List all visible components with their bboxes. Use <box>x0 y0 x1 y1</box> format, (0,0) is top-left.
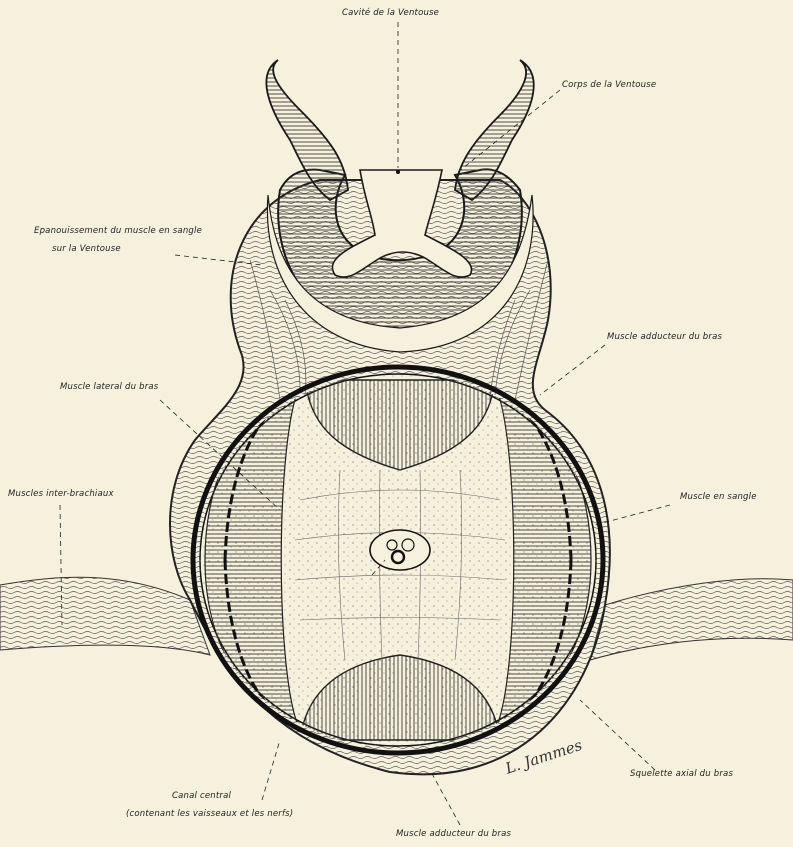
label-epanouissement-1: Epanouissement du muscle en sangle <box>34 226 202 236</box>
label-adducteur-haut: Muscle adducteur du bras <box>607 332 722 342</box>
label-squelette: Squelette axial du bras <box>630 769 733 779</box>
label-epanouissement-2: sur la Ventouse <box>52 244 121 254</box>
label-cavite-ventouse: Cavité de la Ventouse <box>342 8 439 18</box>
label-lateral: Muscle lateral du bras <box>60 382 158 392</box>
label-canal-1: Canal central <box>172 791 231 801</box>
label-adducteur-bas: Muscle adducteur du bras <box>396 829 511 839</box>
label-inter-brachiaux: Muscles inter-brachiaux <box>8 489 114 499</box>
label-en-sangle: Muscle en sangle <box>680 492 757 502</box>
central-canal <box>370 530 430 570</box>
label-corps-ventouse: Corps de la Ventouse <box>562 80 656 90</box>
inter-brachial-band-left <box>0 577 210 655</box>
inter-brachial-band-right <box>590 579 793 660</box>
label-canal-2: (contenant les vaisseaux et les nerfs) <box>126 809 293 819</box>
